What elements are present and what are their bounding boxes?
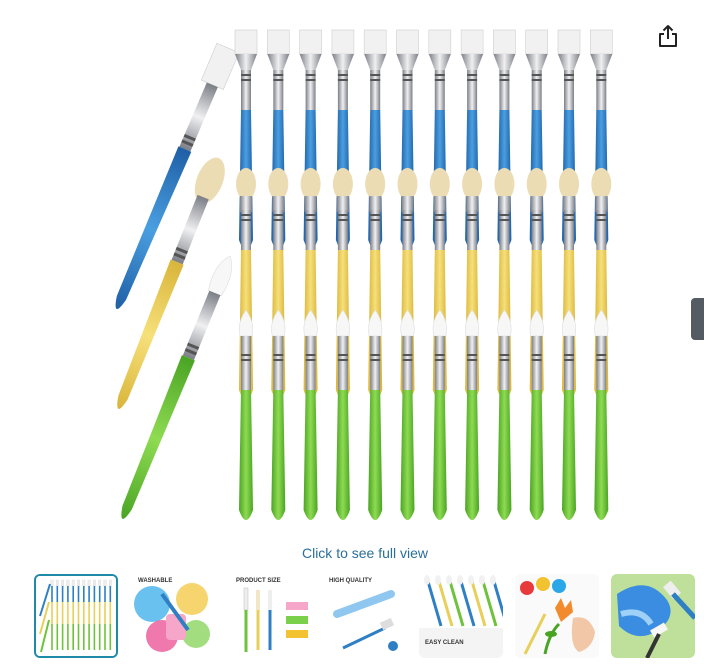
green-pointed-brush xyxy=(529,309,544,520)
main-product-image[interactable] xyxy=(100,20,625,540)
thumbnail-label: WASHABLE xyxy=(138,578,173,584)
thumbnail-label: EASY CLEAN xyxy=(425,640,464,646)
kids-painting-thumbnail-image xyxy=(515,574,599,658)
full-view-link[interactable]: Click to see full view xyxy=(301,545,429,561)
side-panel-tab[interactable] xyxy=(691,298,704,340)
paint-brush-set-illustration xyxy=(115,29,613,520)
thumbnail-label: PRODUCT SIZE xyxy=(236,578,281,584)
high-quality-thumbnail-image xyxy=(323,574,407,658)
thumbnail-label: HIGH QUALITY xyxy=(329,578,372,584)
green-pointed-brush xyxy=(497,309,512,520)
green-pointed-brush xyxy=(238,309,254,520)
washable-thumbnail-image xyxy=(132,574,216,658)
product-size-thumbnail-image xyxy=(230,574,314,658)
thumbnail-kids-painting[interactable] xyxy=(515,574,599,658)
green-pointed-brush xyxy=(594,309,609,520)
green-pointed-brush xyxy=(432,309,447,520)
thumbnail-high-quality[interactable]: HIGH QUALITY xyxy=(323,574,407,658)
green-pointed-brush xyxy=(400,309,415,520)
green-pointed-brush xyxy=(303,309,318,520)
thumbnail-product-size[interactable]: PRODUCT SIZE xyxy=(230,574,314,658)
thumbnail-washable[interactable]: WASHABLE xyxy=(132,574,216,658)
green-pointed-brush xyxy=(271,309,286,520)
thumbnail-blue-brush[interactable] xyxy=(611,574,695,658)
thumbnail-brush-set[interactable] xyxy=(34,574,118,658)
feature-yellow-brush xyxy=(117,157,225,409)
blue-brush-thumbnail-image xyxy=(611,574,695,658)
brush-set-thumbnail-image xyxy=(36,576,116,656)
share-button[interactable] xyxy=(654,22,682,50)
thumbnail-strip: WASHABLE PRODUCT SIZE HIGH QUALITY xyxy=(34,574,704,660)
green-pointed-brush xyxy=(561,309,577,520)
easy-clean-thumbnail-image xyxy=(419,574,503,658)
green-pointed-brush xyxy=(465,309,480,520)
feature-green-brush xyxy=(121,255,232,519)
share-icon xyxy=(659,25,677,47)
feature-blue-brush xyxy=(115,42,240,309)
green-pointed-brush xyxy=(368,309,383,520)
green-pointed-brush xyxy=(335,309,350,520)
thumbnail-easy-clean[interactable]: EASY CLEAN xyxy=(419,574,503,658)
